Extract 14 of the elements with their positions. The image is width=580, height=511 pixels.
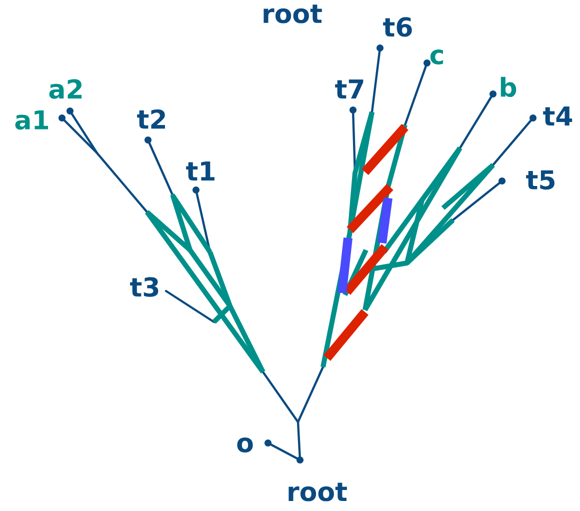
leaf-label: a1: [15, 110, 48, 130]
leaf-label: root: [288, 482, 347, 502]
leaf-label: c: [430, 50, 443, 64]
leaf-label: t7: [335, 80, 364, 98]
leaf-label: root: [264, 4, 322, 24]
leaf-label: b: [500, 76, 516, 98]
leaf-label: t4: [543, 106, 572, 126]
leaf-label: a2: [49, 79, 82, 99]
leaf-label: t3: [130, 277, 158, 297]
leaf-label: t5: [526, 170, 554, 190]
leaf-label: t2: [137, 109, 165, 129]
leaf-label: t1: [186, 162, 214, 180]
leaf-label: o: [237, 438, 253, 452]
leaf-label: t6: [383, 17, 412, 37]
